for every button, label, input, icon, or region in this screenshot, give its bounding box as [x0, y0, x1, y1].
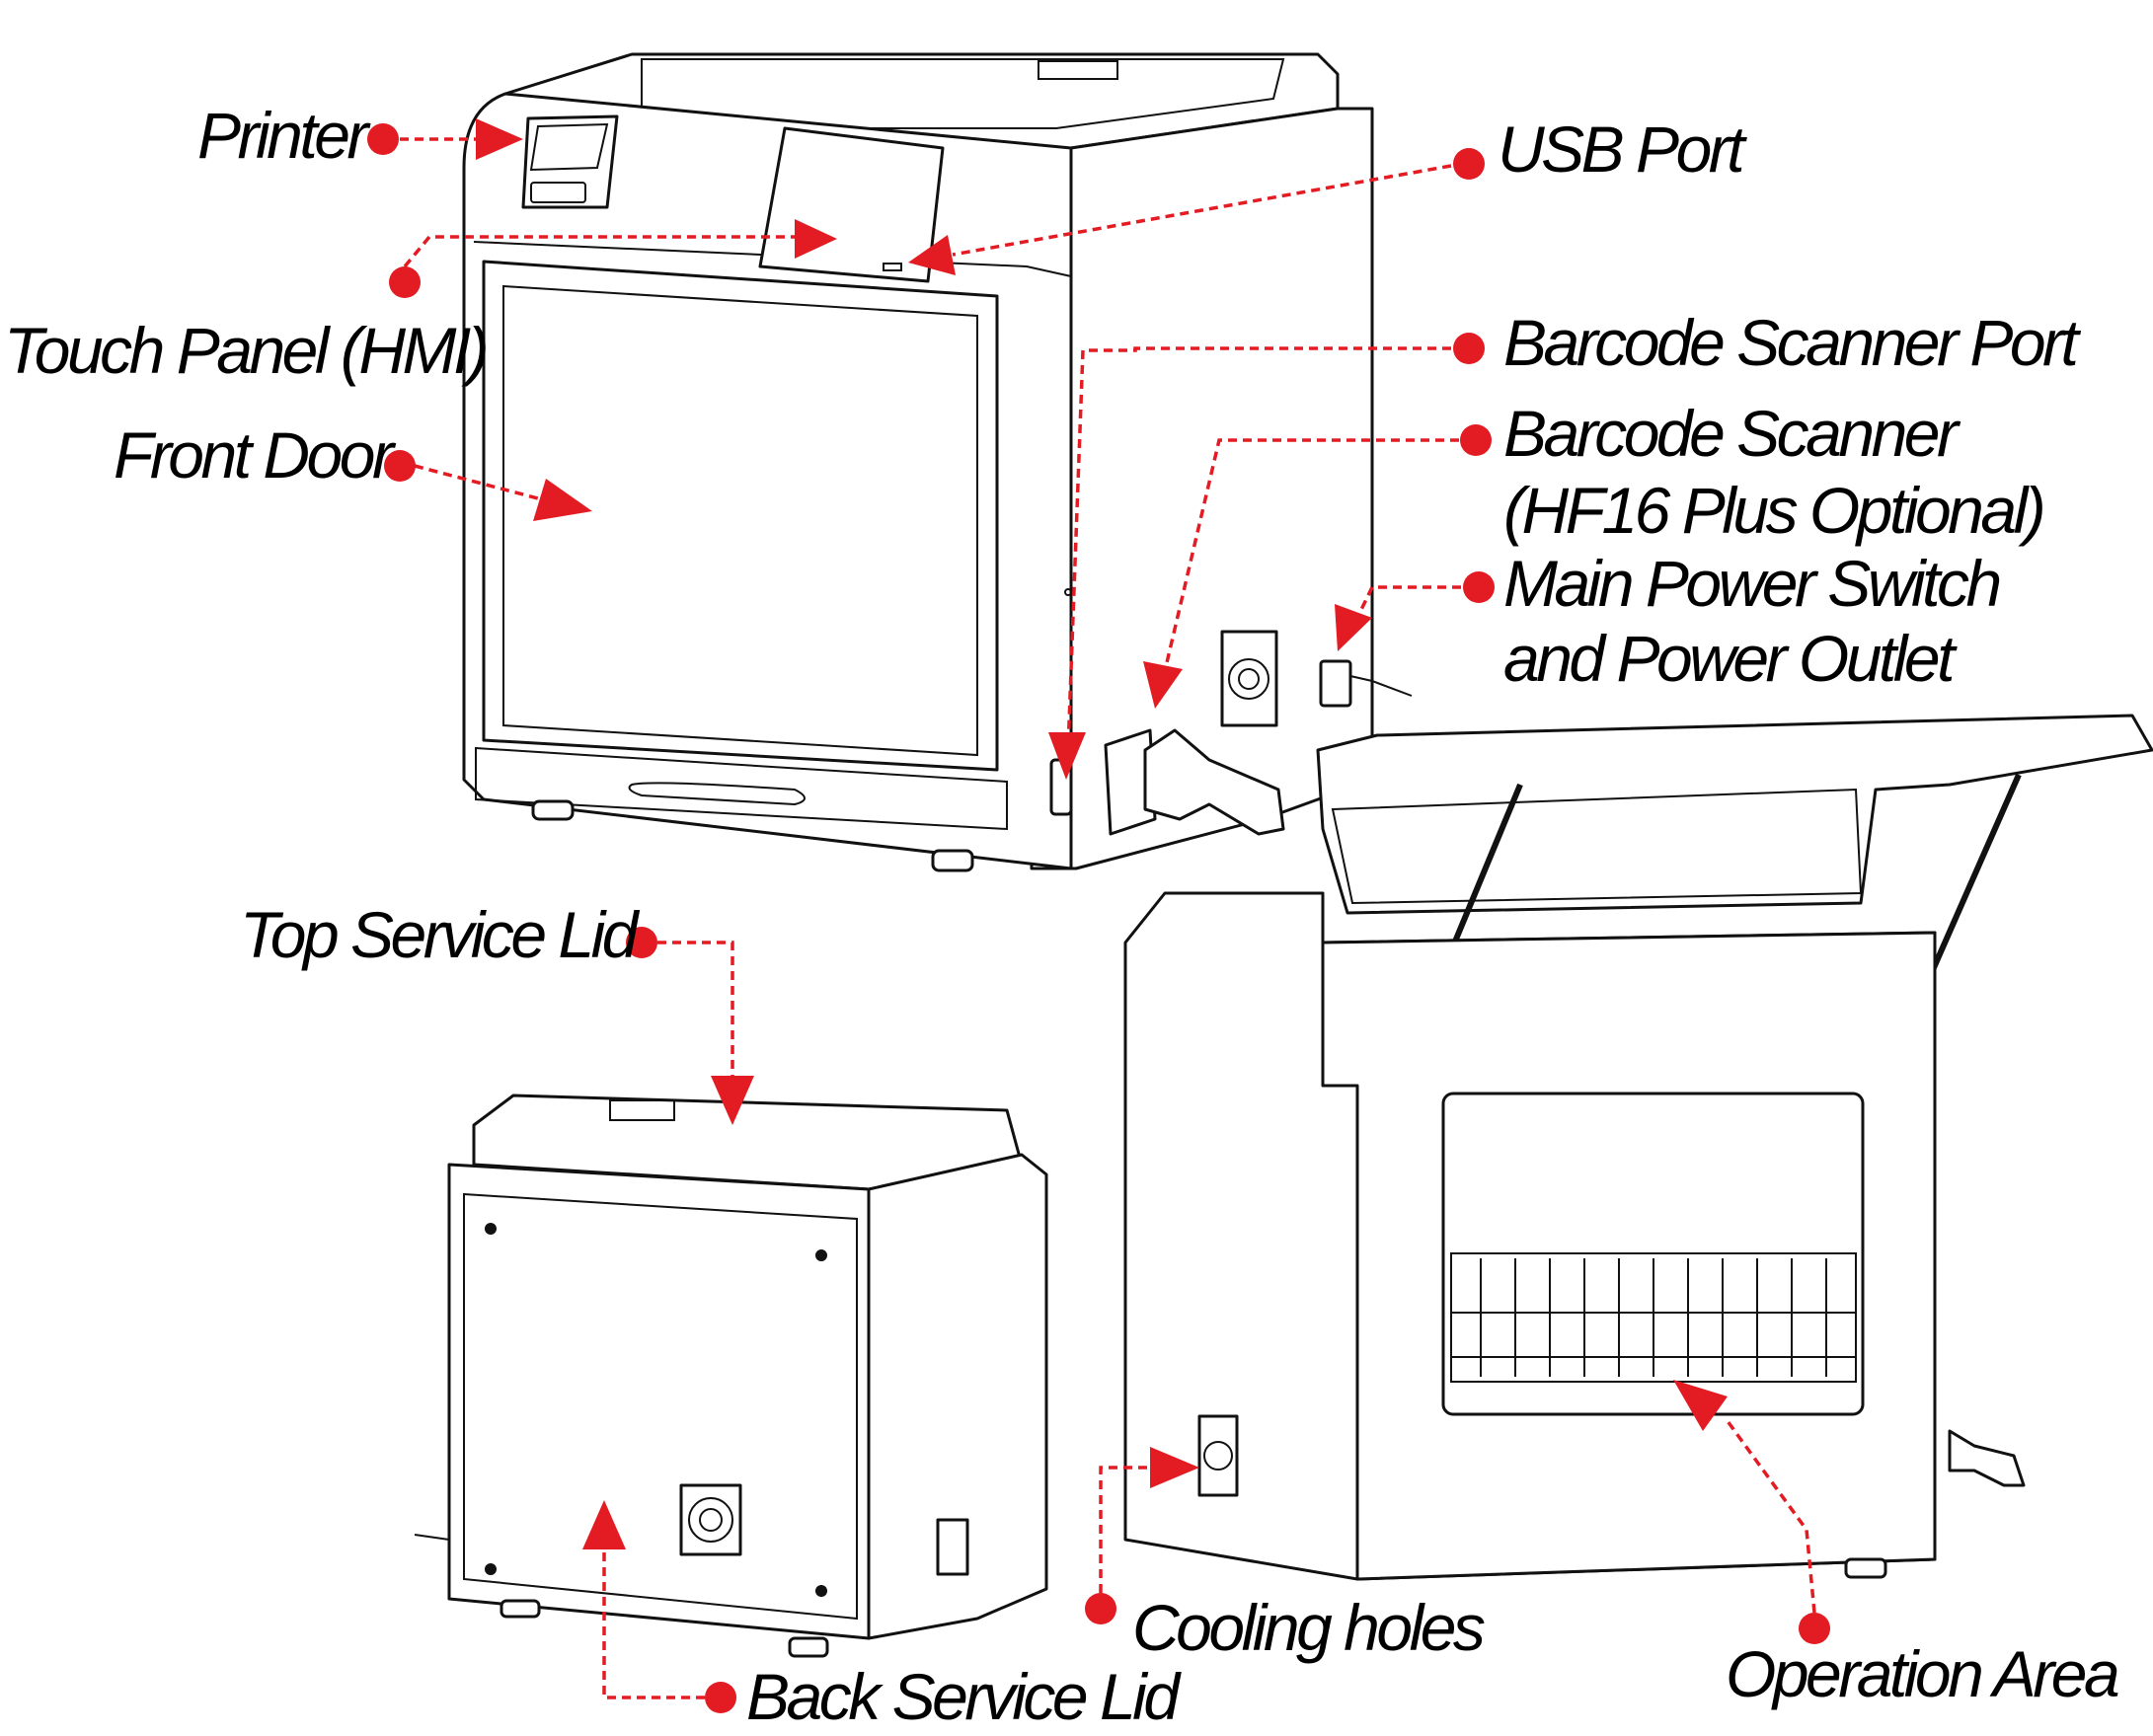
printer-label: Printer — [197, 99, 371, 172]
power-outlet-label: and Power Outlet — [1503, 622, 1958, 695]
barcode-scanner-option-label: (HF16 Plus Optional) — [1503, 474, 2043, 547]
callout-leaders — [367, 118, 1830, 1713]
touch-panel-label: Touch Panel (HMI) — [4, 314, 487, 387]
main-power-switch-label: Main Power Switch — [1503, 547, 1999, 620]
back-service-lid-label: Back Service Lid — [746, 1660, 1182, 1733]
pipette-channels — [1451, 1258, 1856, 1377]
operation-area-label: Operation Area — [1726, 1637, 2118, 1710]
barcode-scanner-label: Barcode Scanner — [1503, 397, 1961, 470]
usb-port-label: USB Port — [1498, 113, 1747, 186]
cooling-holes-label: Cooling holes — [1132, 1591, 1485, 1664]
top-service-lid-label: Top Service Lid — [240, 898, 641, 971]
barcode-scanner-port-label: Barcode Scanner Port — [1503, 306, 2082, 379]
front-door-label: Front Door — [114, 418, 397, 491]
open-lid-instrument — [1123, 714, 2153, 1581]
back-view-instrument — [414, 1094, 1048, 1658]
front-view-instrument — [462, 52, 1413, 872]
